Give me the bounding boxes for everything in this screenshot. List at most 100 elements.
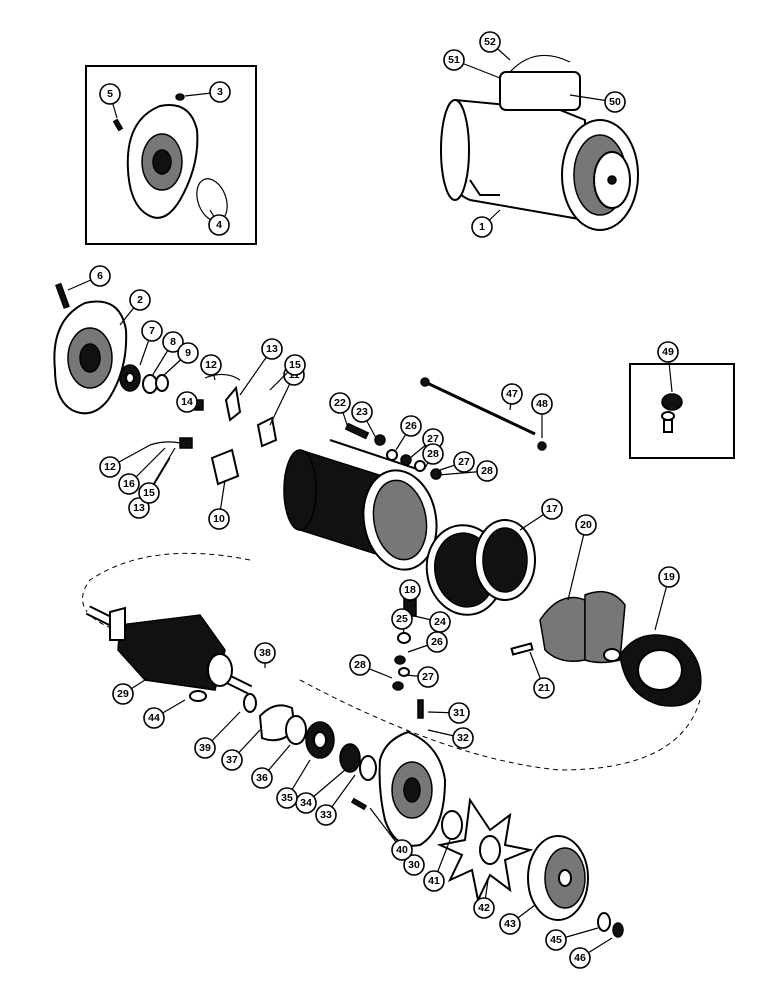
callout-circle bbox=[575, 514, 597, 536]
callout-number: 16 bbox=[123, 478, 135, 490]
callout-circle bbox=[284, 354, 306, 376]
callout-48: 48 bbox=[531, 393, 553, 438]
callout-number: 13 bbox=[133, 502, 145, 514]
armature bbox=[85, 605, 253, 695]
callout-number: 29 bbox=[117, 688, 129, 700]
callout-number: 49 bbox=[662, 346, 674, 358]
callout-circle bbox=[329, 392, 351, 414]
field-coils bbox=[425, 519, 536, 616]
wire-path bbox=[82, 552, 701, 771]
callout-10: 10 bbox=[208, 479, 230, 530]
callout-number: 22 bbox=[334, 397, 346, 409]
callout-number: 28 bbox=[481, 465, 493, 477]
callout-28: 28 bbox=[437, 460, 498, 482]
callout-number: 37 bbox=[226, 754, 238, 766]
callout-number: 24 bbox=[434, 616, 446, 628]
callout-number: 19 bbox=[663, 571, 675, 583]
callout-number: 42 bbox=[478, 902, 490, 914]
callout-28: 28 bbox=[349, 654, 393, 679]
callout-number: 40 bbox=[396, 844, 408, 856]
callout-number: 47 bbox=[506, 388, 518, 400]
callout-number: 20 bbox=[580, 519, 592, 531]
callout-27: 27 bbox=[404, 666, 439, 688]
callout-circle bbox=[403, 854, 425, 876]
callout-number: 17 bbox=[546, 503, 558, 515]
callout-circle bbox=[141, 320, 163, 342]
callout-circle bbox=[426, 631, 448, 653]
callout-42: 42 bbox=[473, 879, 495, 919]
callout-14: 14 bbox=[176, 391, 201, 413]
commutator-end-frame bbox=[53, 282, 128, 415]
callout-number: 12 bbox=[104, 461, 116, 473]
callout-number: 46 bbox=[574, 952, 586, 964]
callout-circle bbox=[448, 702, 470, 724]
callout-circle bbox=[452, 727, 474, 749]
callout-circle bbox=[128, 497, 150, 519]
pole-shoes bbox=[510, 590, 702, 707]
callout-number: 25 bbox=[396, 613, 408, 625]
callout-circle bbox=[545, 929, 567, 951]
callout-number: 39 bbox=[199, 742, 211, 754]
callout-circle bbox=[99, 456, 121, 478]
callout-24: 24 bbox=[409, 611, 451, 633]
callout-2: 2 bbox=[119, 289, 151, 326]
callout-25: 25 bbox=[391, 608, 413, 635]
woodruff-key bbox=[189, 690, 207, 702]
callout-number: 44 bbox=[148, 712, 160, 724]
callout-circle bbox=[177, 342, 199, 364]
callout-8: 8 bbox=[151, 331, 184, 377]
callout-circle bbox=[417, 666, 439, 688]
callout-number: 33 bbox=[320, 809, 332, 821]
callout-number: 5 bbox=[107, 88, 113, 100]
callout-17: 17 bbox=[519, 498, 563, 531]
callout-41: 41 bbox=[423, 839, 451, 892]
callout-50: 50 bbox=[569, 91, 626, 113]
callout-circle bbox=[443, 49, 465, 71]
callout-number: 2 bbox=[137, 294, 143, 306]
callout-number: 10 bbox=[213, 513, 225, 525]
callout-number: 28 bbox=[354, 659, 366, 671]
callout-circle bbox=[99, 83, 121, 105]
callout-circle bbox=[499, 913, 521, 935]
callout-circle bbox=[112, 683, 134, 705]
callout-13: 13 bbox=[239, 338, 283, 396]
callout-number: 35 bbox=[281, 792, 293, 804]
callout-36: 36 bbox=[251, 744, 291, 789]
callout-27: 27 bbox=[439, 451, 475, 473]
callout-circle bbox=[89, 265, 111, 287]
callout-5: 5 bbox=[99, 83, 121, 119]
callout-number: 6 bbox=[97, 270, 103, 282]
callout-33: 33 bbox=[315, 774, 356, 826]
callout-number: 13 bbox=[266, 343, 278, 355]
callout-number: 7 bbox=[149, 325, 155, 337]
callout-circle bbox=[657, 341, 679, 363]
callout-18: 18 bbox=[399, 579, 421, 602]
callout-circle bbox=[453, 451, 475, 473]
callout-circle bbox=[118, 473, 140, 495]
callout-circle bbox=[658, 566, 680, 588]
callout-circle bbox=[501, 383, 523, 405]
callout-circle bbox=[200, 354, 222, 376]
callout-number: 14 bbox=[181, 396, 193, 408]
callout-number: 27 bbox=[422, 671, 434, 683]
callout-number: 41 bbox=[428, 875, 440, 887]
field-frame bbox=[283, 439, 438, 571]
callout-number: 18 bbox=[404, 584, 416, 596]
callout-circle bbox=[194, 737, 216, 759]
callout-circle bbox=[138, 482, 160, 504]
callout-13: 13 bbox=[128, 447, 176, 519]
callout-23: 23 bbox=[351, 401, 377, 439]
callout-circle bbox=[423, 870, 445, 892]
callout-number: 4 bbox=[216, 219, 222, 231]
callout-number: 15 bbox=[143, 487, 155, 499]
callout-circle bbox=[604, 91, 626, 113]
callout-circle bbox=[391, 839, 413, 861]
callout-circle bbox=[276, 787, 298, 809]
callout-number: 32 bbox=[457, 732, 469, 744]
callout-number: 28 bbox=[427, 448, 439, 460]
callout-circle bbox=[569, 947, 591, 969]
callout-circle bbox=[541, 498, 563, 520]
callout-3: 3 bbox=[184, 81, 231, 103]
bearing-washers bbox=[119, 364, 169, 394]
callout-number: 23 bbox=[356, 406, 368, 418]
